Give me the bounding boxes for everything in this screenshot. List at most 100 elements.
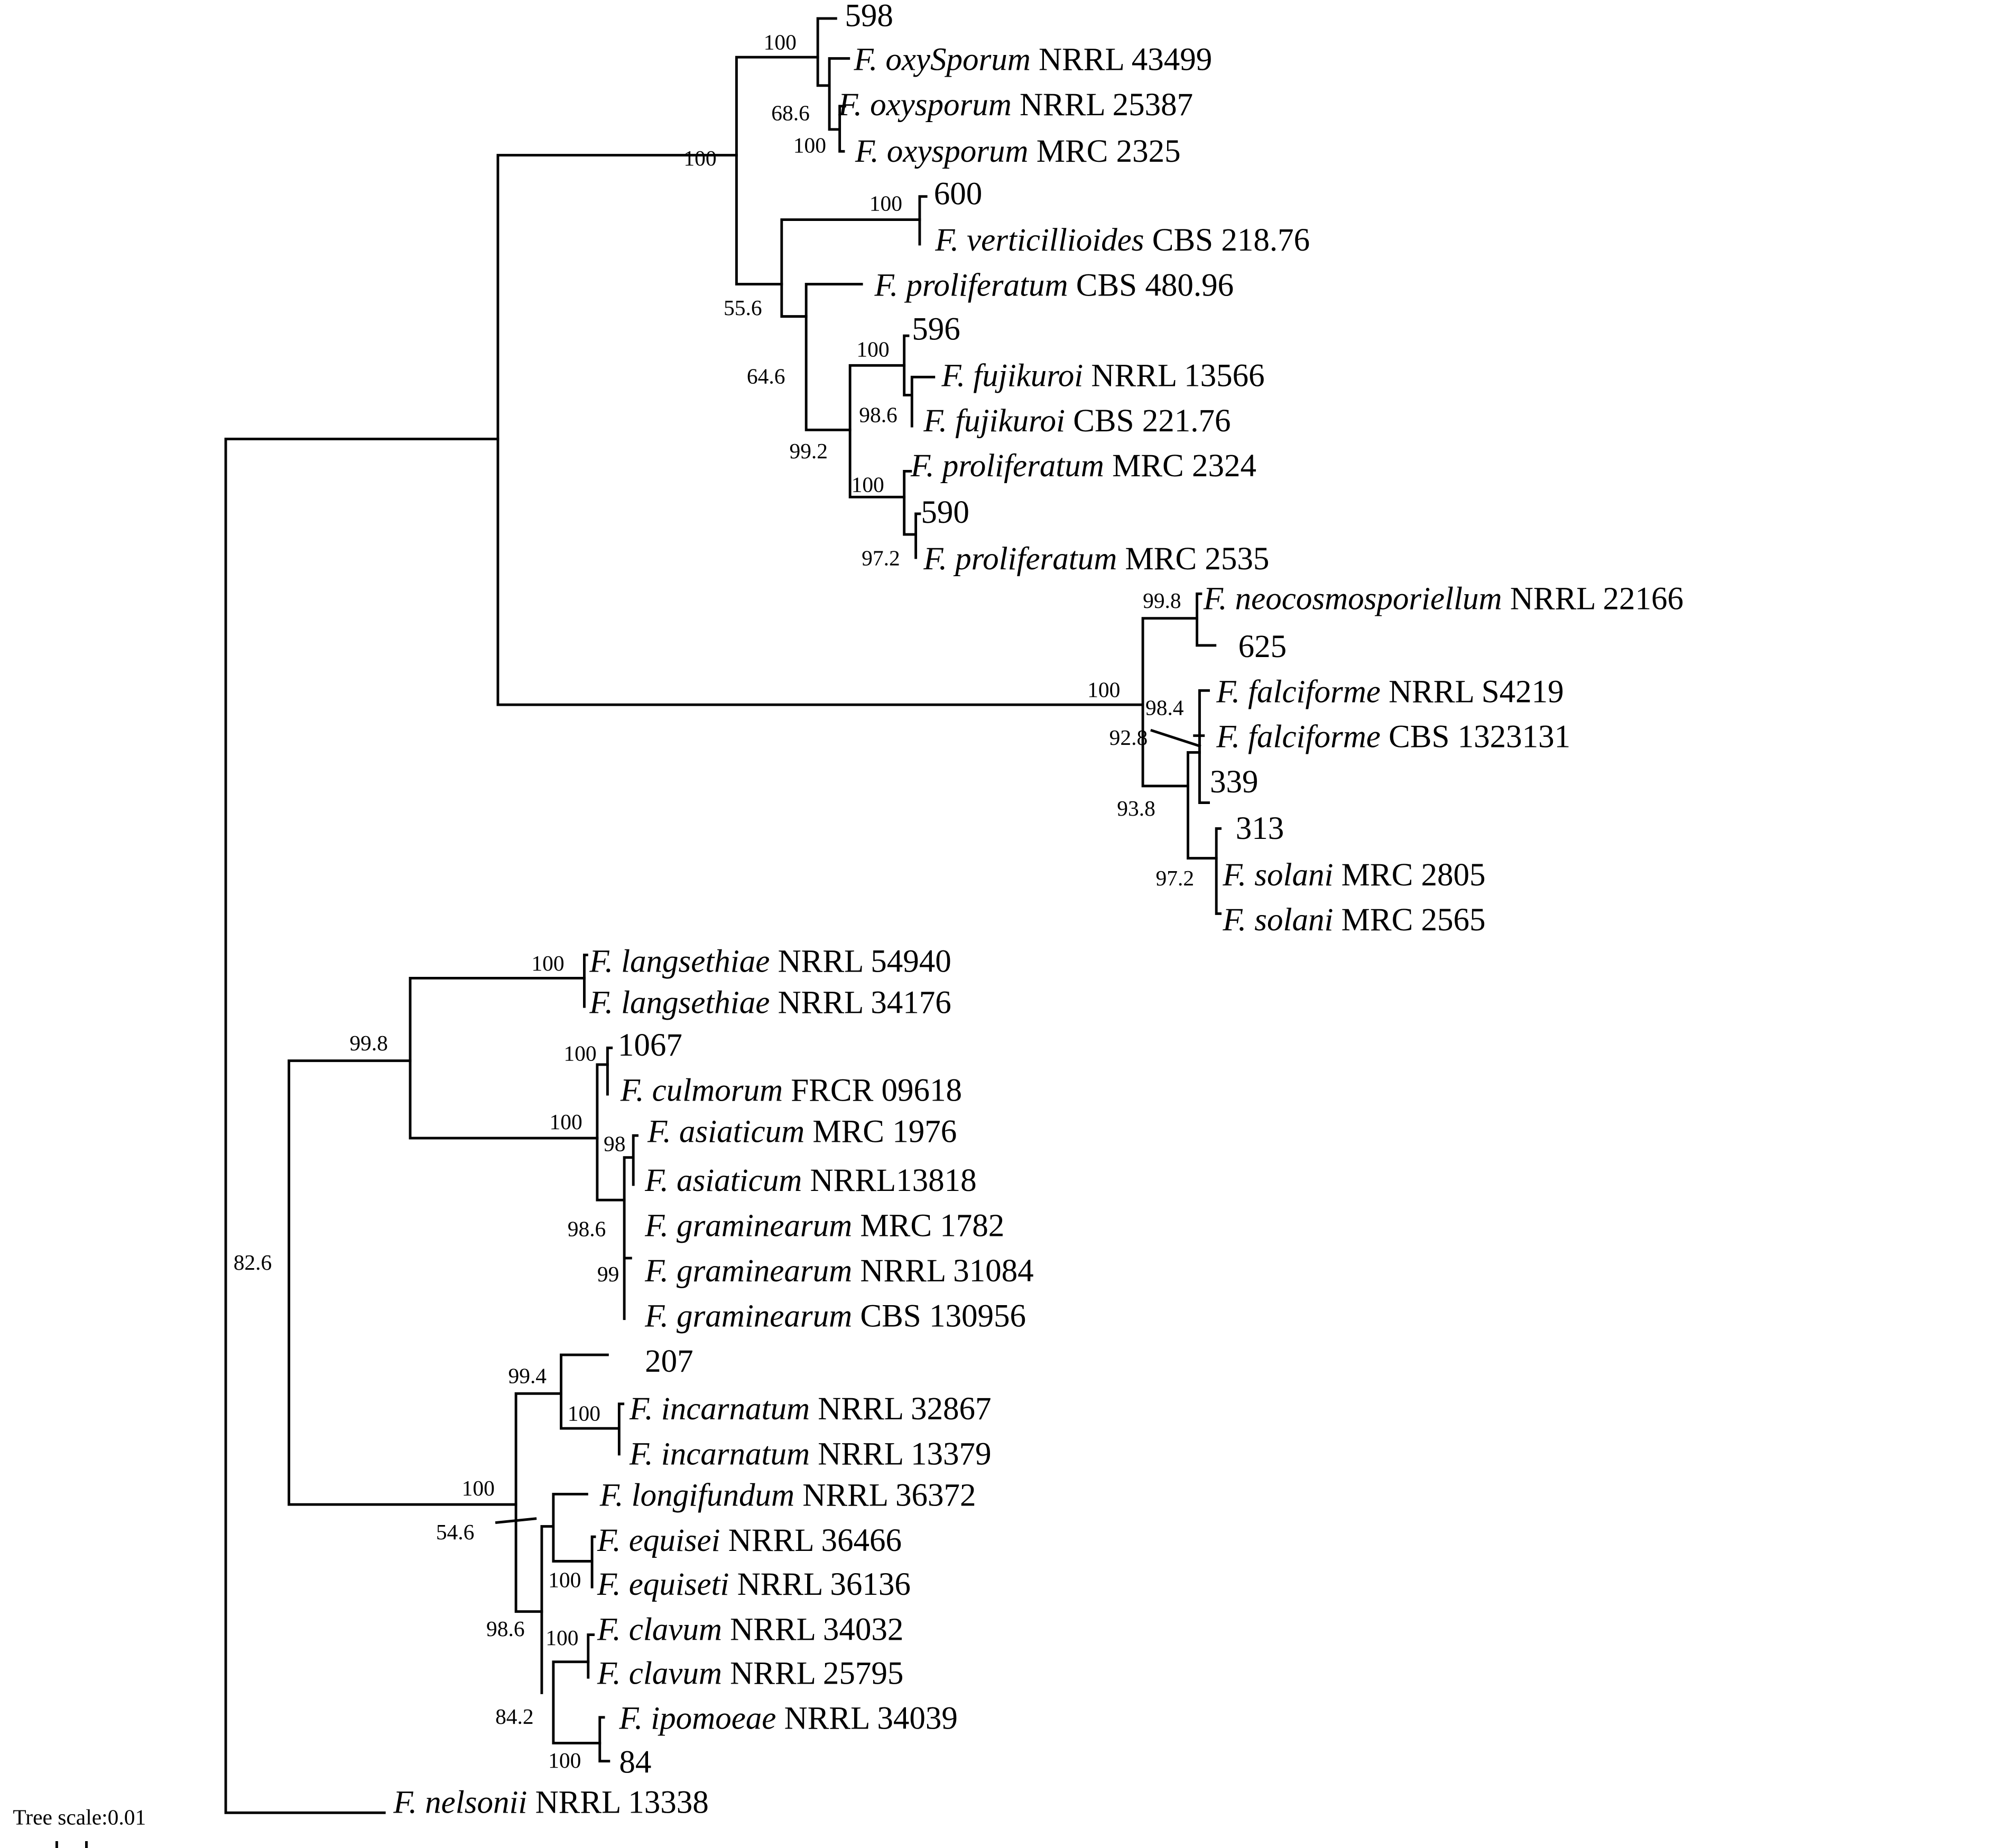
branch-lower-clade (288, 1059, 517, 1506)
leaf-label: F. proliferatum MRC 2324 (910, 448, 1256, 484)
bootstrap-label: 100 (462, 1476, 495, 1500)
bootstrap-label: 100 (550, 1110, 582, 1134)
branch-546-pointer (495, 1517, 537, 1524)
bootstrap-label: 100 (870, 191, 902, 216)
bootstrap-label: 100 (1087, 678, 1120, 702)
bootstrap-label: 97.2 (1155, 866, 1194, 890)
tree-scale-label: Tree scale:0.01 (13, 1805, 146, 1829)
leaf-label: F. oxySporum NRRL 43499 (853, 42, 1212, 78)
leaf-label: F. asiaticum MRC 1976 (647, 1114, 957, 1149)
branch-938 (1187, 751, 1218, 860)
leaf-label: F. solani MRC 2805 (1222, 857, 1485, 893)
branch-neocosmo (1196, 592, 1217, 647)
bootstrap-label: 98.6 (568, 1217, 606, 1241)
bootstrap-label: 98 (604, 1131, 625, 1156)
leaf-label: F. ipomoeae NRRL 34039 (618, 1701, 958, 1736)
leaf-label: 339 (1210, 764, 1259, 800)
tree-scale-bar (55, 1841, 88, 1848)
bootstrap-label: 68.6 (771, 101, 810, 125)
branch-upper-clade (496, 154, 1144, 706)
bootstrap-label: 98.6 (859, 403, 898, 427)
branch-fiesc (514, 1392, 562, 1613)
leaf-label: F. clavum NRRL 34032 (597, 1612, 904, 1647)
branch-fgsc (735, 56, 819, 286)
leaf-label: F. fujikuroi NRRL 13566 (941, 358, 1264, 393)
bootstrap-label: 100 (793, 133, 826, 158)
tree-scale: Tree scale:0.01 (13, 1805, 146, 1848)
branch-ipomoeae (598, 1716, 610, 1763)
branch-546 (540, 1493, 594, 1694)
branch-oxysporum (816, 17, 850, 153)
leaf-label: F. verticillioides CBS 218.76 (935, 223, 1310, 258)
branch-600 (918, 195, 928, 246)
leaf-label: F. incarnatum NRRL 32867 (629, 1391, 992, 1427)
bootstrap-label: 99 (597, 1262, 619, 1286)
leaf-label: 207 (645, 1344, 693, 1379)
leaf-label: 600 (934, 176, 983, 211)
bootstrap-label: 97.2 (862, 546, 900, 570)
bootstrap-label: 98.4 (1145, 696, 1184, 720)
leaf-label: F. nelsonii NRRL 13338 (393, 1785, 709, 1820)
bootstrap-label: 92.8 (1109, 725, 1148, 750)
bootstrap-label: 99.8 (349, 1031, 388, 1055)
branch-fssc (1141, 617, 1199, 788)
bootstrap-label: 93.8 (1117, 796, 1155, 820)
leaf-label: F. langsethiae NRRL 54940 (589, 944, 951, 979)
leaf-label: F. oxysporum NRRL 25387 (838, 87, 1193, 123)
bootstrap-label: 64.6 (747, 364, 785, 389)
branch-646 (804, 283, 863, 431)
branch-equiseti (590, 1535, 596, 1588)
leaf-label: F. fujikuroi CBS 221.76 (923, 403, 1231, 439)
branch-596 (903, 334, 936, 428)
leaf-label: F. graminearum CBS 130956 (644, 1298, 1026, 1334)
leaf-label: F. solani MRC 2565 (1222, 902, 1485, 938)
bootstrap-label: 82.6 (234, 1250, 272, 1274)
branch-solani (1215, 827, 1222, 915)
bootstrap-label: 100 (764, 30, 797, 54)
branch-590 (903, 470, 921, 559)
bootstrap-label: 99.2 (789, 439, 828, 463)
leaf-label: F. equiseti NRRL 36136 (597, 1567, 911, 1602)
bootstrap-values: 100 68.6 100 100 100 55.6 64.6 100 98.6 … (234, 30, 1194, 1772)
branch-culmorum (606, 1046, 613, 1096)
leaf-label: F. equisei NRRL 36466 (597, 1523, 902, 1558)
branch-clavum (587, 1633, 595, 1679)
tree-branches (224, 17, 1222, 1814)
bootstrap-label: 100 (531, 951, 564, 975)
bootstrap-label: 100 (852, 473, 884, 497)
leaf-label: F. langsethiae NRRL 34176 (589, 985, 951, 1020)
branch-994 (560, 1353, 625, 1456)
bootstrap-label: 100 (683, 146, 716, 170)
leaf-label: F. incarnatum NRRL 13379 (629, 1436, 992, 1472)
bootstrap-label: 100 (545, 1625, 578, 1650)
leaf-label: F. graminearum MRC 1782 (644, 1208, 1004, 1244)
bootstrap-label: 100 (548, 1748, 581, 1772)
leaf-label: F. proliferatum CBS 480.96 (874, 268, 1234, 303)
branch-998 (409, 977, 599, 1140)
bootstrap-label: 100 (548, 1567, 581, 1592)
bootstrap-label: 54.6 (436, 1520, 475, 1544)
leaf-labels: 598 F. oxySporum NRRL 43499 F. oxysporum… (393, 0, 1684, 1820)
leaf-label: F. neocosmosporiellum NRRL 22166 (1203, 581, 1684, 617)
leaf-label: F. proliferatum MRC 2535 (923, 541, 1269, 577)
bootstrap-label: 55.6 (724, 295, 762, 320)
leaf-label: F. falciforme CBS 1323131 (1216, 719, 1570, 755)
leaf-label: 313 (1236, 811, 1284, 846)
leaf-label: 84 (619, 1745, 651, 1780)
bootstrap-label: 84.2 (495, 1704, 534, 1729)
bootstrap-label: 100 (568, 1401, 600, 1426)
leaf-label: F. clavum NRRL 25795 (597, 1656, 904, 1691)
leaf-label: 598 (845, 0, 893, 34)
leaf-label: F. falciforme NRRL S4219 (1216, 674, 1564, 709)
bootstrap-label: 100 (856, 337, 889, 361)
bootstrap-label: 99.8 (1143, 588, 1181, 613)
branch-fgsc2 (596, 1063, 626, 1202)
leaf-label: F. longifundum NRRL 36372 (599, 1478, 976, 1513)
leaf-label: F. culmorum FRCR 09618 (620, 1073, 962, 1108)
bootstrap-label: 98.6 (486, 1616, 525, 1641)
branch-986 (623, 1134, 639, 1320)
branch-langsethiae (583, 954, 588, 1008)
leaf-label: 596 (912, 312, 960, 347)
leaf-label: F. graminearum NRRL 31084 (644, 1253, 1033, 1289)
